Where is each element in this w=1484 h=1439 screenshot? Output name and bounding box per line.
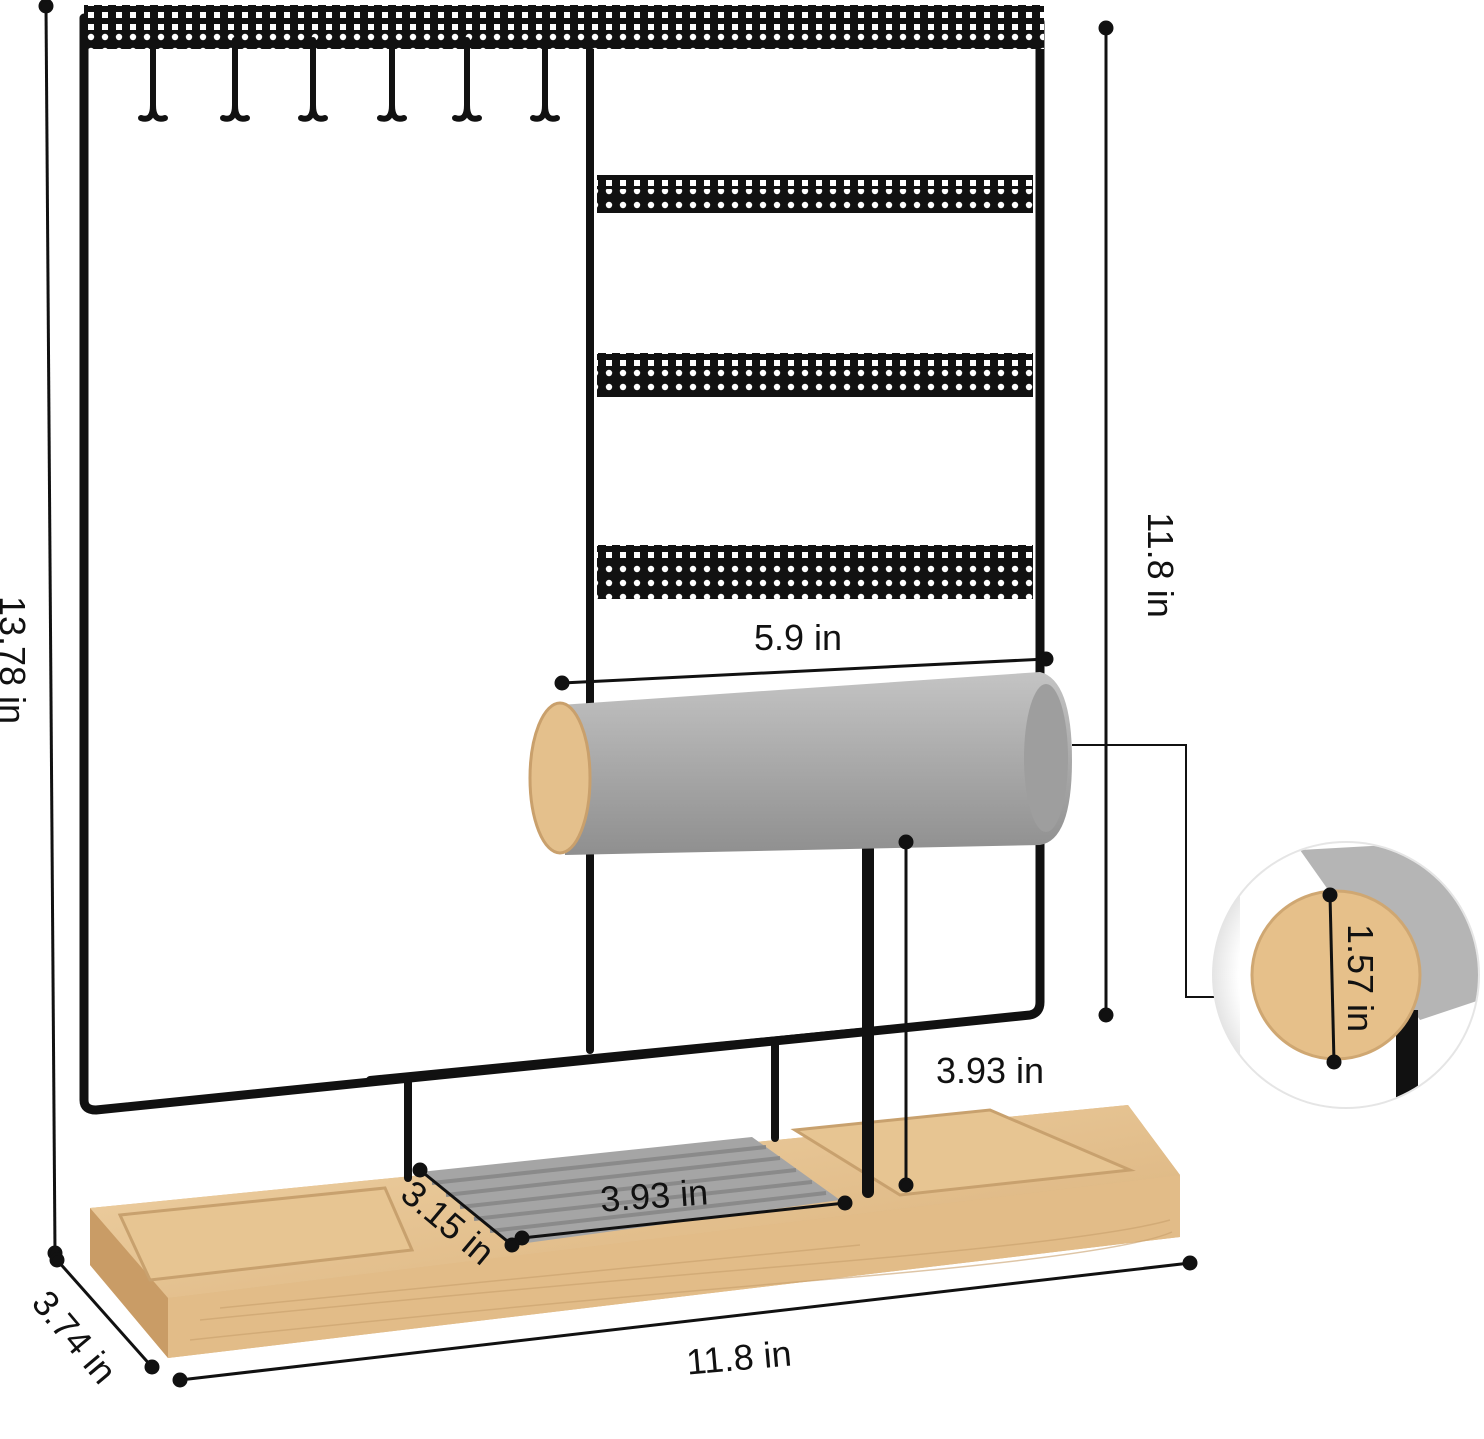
hook-6	[530, 37, 560, 122]
label-base-depth: 3.74 in	[24, 1282, 125, 1391]
label-panel-height: 11.8 in	[1140, 512, 1181, 617]
bracelet-bar-wood-end	[528, 701, 592, 855]
label-bar-length: 5.9 in	[754, 617, 842, 658]
top-hole-strip	[84, 5, 1044, 49]
necklace-hooks	[138, 37, 560, 122]
bar-end-zoom-inset	[1212, 841, 1480, 1109]
metal-frame	[79, 13, 1045, 1182]
label-bar-diameter: 1.57 in	[1340, 924, 1381, 1032]
bracelet-bar	[528, 672, 1072, 855]
wooden-base	[90, 1105, 1180, 1358]
label-total-height: 13.78 in	[0, 596, 33, 724]
earring-row-3	[597, 545, 1033, 599]
hook-3	[298, 37, 328, 122]
label-ring-tray-length: 3.93 in	[599, 1171, 710, 1219]
ring-tray-velvet	[420, 1137, 840, 1245]
label-post-height: 3.93 in	[936, 1050, 1044, 1091]
label-base-length: 11.8 in	[685, 1333, 794, 1383]
earring-row-2	[597, 353, 1033, 397]
earring-row-1	[597, 175, 1033, 213]
hook-2	[220, 37, 250, 122]
earring-rows	[597, 175, 1033, 599]
hook-5	[452, 37, 482, 122]
hook-4	[377, 37, 407, 122]
hook-1	[138, 37, 168, 122]
dimension-lines	[38, 0, 1216, 1388]
